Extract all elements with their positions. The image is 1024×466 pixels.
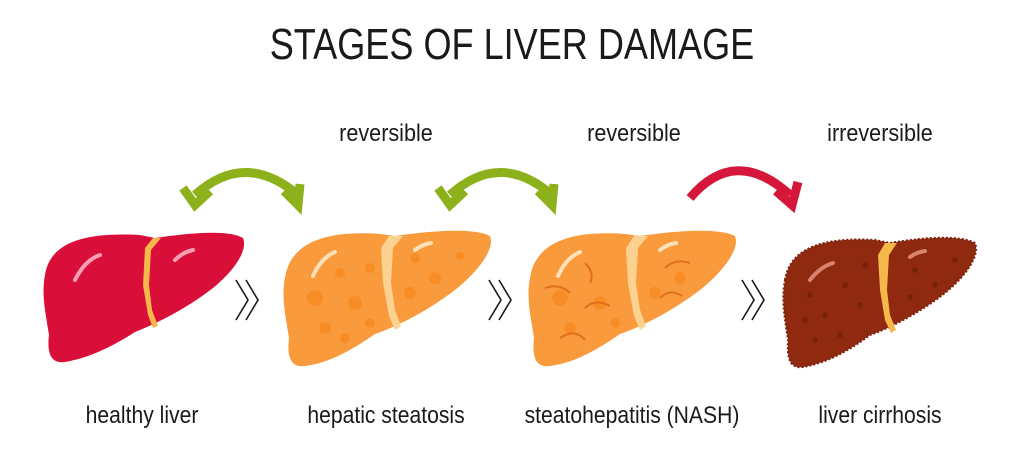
transition-label-3: irreversible [827,120,933,147]
nash-liver-image [528,230,736,367]
cirrhosis-liver-image [782,236,978,369]
healthy-liver-image [43,232,245,363]
stage-label-healthy: healthy liver [85,402,199,429]
stage-label-steatosis: hepatic steatosis [307,402,465,429]
page-title: STAGES OF LIVER DAMAGE [269,20,755,69]
double-curved-arrow-icon-2 [434,168,559,215]
double-chevron-right-icon-3 [741,279,765,321]
stage-label-nash: steatohepatitis (NASH) [524,402,740,429]
double-chevron-right-icon-2 [488,279,512,321]
curved-arrow-icon [686,166,803,214]
transition-label-1: reversible [339,120,433,147]
hepatic-steatosis-image [283,230,491,367]
transition-label-2: reversible [587,120,681,147]
double-curved-arrow-icon-1 [179,168,305,215]
stage-label-cirrhosis: liver cirrhosis [818,402,942,429]
double-chevron-right-icon-1 [235,279,259,321]
